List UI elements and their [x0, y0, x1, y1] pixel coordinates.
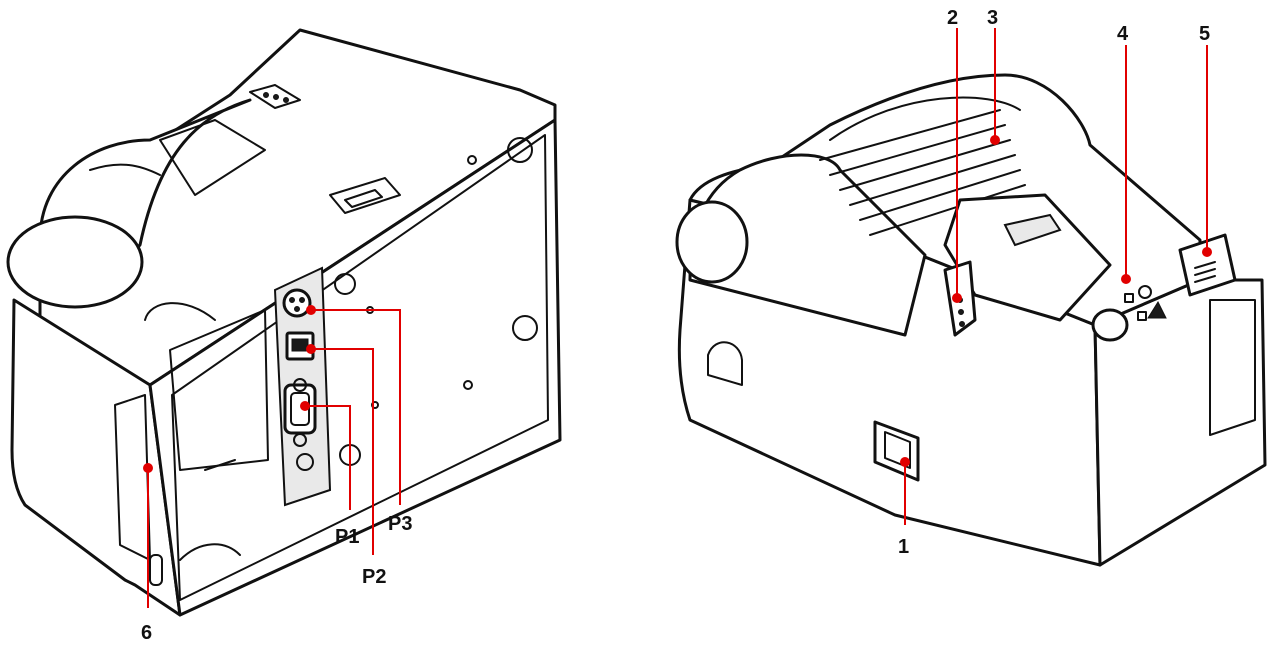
callout-1: 1 — [898, 536, 909, 558]
leader-lines — [143, 28, 1212, 608]
front-roll-end — [675, 200, 749, 284]
rear-top-panel — [159, 119, 266, 196]
front-cover — [943, 193, 1112, 322]
error-triangle-icon — [1147, 300, 1167, 319]
paper-exit-ribs — [819, 96, 1026, 236]
feed-button — [1091, 308, 1129, 342]
rear-top-switch — [329, 177, 401, 214]
error-led — [1137, 311, 1147, 321]
power-icon — [1138, 285, 1152, 299]
callout-p2: P2 — [362, 566, 386, 588]
callout-5: 5 — [1199, 23, 1210, 45]
callout-6: 6 — [141, 622, 152, 644]
callout-3: 3 — [987, 7, 998, 29]
callout-4: 4 — [1117, 23, 1129, 45]
rear-back-recess — [171, 134, 549, 601]
port-p3 — [282, 288, 312, 318]
printer-rear-view — [6, 28, 562, 617]
rear-roll-end — [6, 215, 144, 309]
callout-p1: P1 — [335, 526, 359, 548]
leader-line-p3 — [311, 309, 401, 505]
printer-front-view — [675, 73, 1267, 567]
rear-top-indicator — [249, 84, 301, 109]
rear-left-face — [10, 298, 182, 617]
leader-line-p2 — [311, 348, 374, 555]
rear-back-face — [148, 118, 562, 617]
callout-p3: P3 — [388, 513, 412, 535]
callout-2: 2 — [947, 7, 958, 29]
leader-line-p1 — [305, 405, 351, 510]
callout-labels: P3 P1 P2 6 1 2 3 4 5 — [141, 7, 1210, 644]
power-led — [1124, 293, 1134, 303]
